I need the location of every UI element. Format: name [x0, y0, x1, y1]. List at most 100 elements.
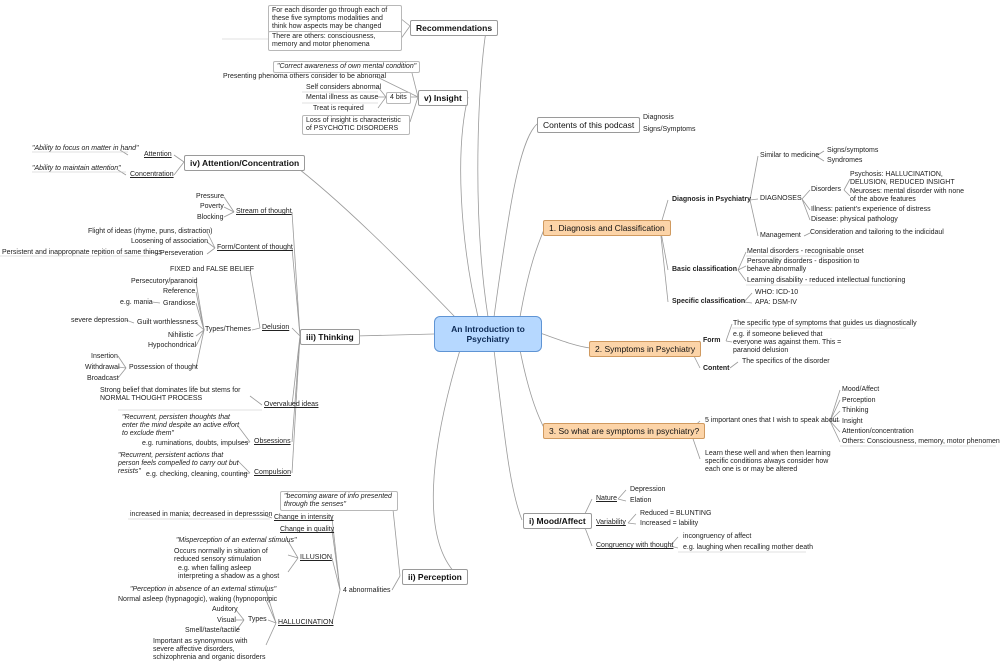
form-loosening: Loosening of association [131, 238, 209, 245]
recommendations-node[interactable]: Recommendations [410, 20, 499, 36]
management-node[interactable]: Management [760, 232, 801, 239]
attention-node[interactable]: iv) Attention/Concentration [184, 155, 306, 171]
disorders-psychosis: Psychosis: HALLUCINATION, DELUSION, REDU… [850, 171, 955, 186]
compulsion-quote: "Recurrent, persistent actions that pers… [118, 452, 239, 475]
hallucination-types[interactable]: Types [248, 616, 267, 623]
delusion-grandiose: Grandiose [163, 300, 196, 307]
specific-apa: APA: DSM-IV [755, 299, 797, 306]
concentration-label[interactable]: Concentration [130, 171, 174, 178]
content-specifics: The specifics of the disorder [742, 358, 830, 365]
insight-bit-3: Treat is required [313, 105, 364, 112]
contents-diagnosis: Diagnosis [643, 114, 674, 121]
insight-bit-2: Mental illness as cause [306, 94, 379, 101]
diagnosis-illness: Illness: patient's experience of distres… [811, 206, 931, 213]
hallucination-smell: Smell/taste/tactile [185, 627, 240, 634]
diagnosis-in-psychiatry[interactable]: Diagnosis in Psychiatry [672, 196, 751, 203]
delusion-persecutory: Persecutory/paranoid [131, 278, 198, 285]
hallucination-note: Important as synonymous with severe affe… [153, 638, 266, 661]
insight-loss: Loss of insight is characteristic of PSY… [302, 115, 410, 135]
illusion-example: e.g. when falling asleep interpreting a … [178, 565, 280, 580]
insight-bit-1: Self considers abnormal [306, 84, 382, 91]
diagnoses-node[interactable]: DIAGNOSES [760, 195, 802, 202]
thinking-node[interactable]: iii) Thinking [300, 329, 360, 345]
obsessions-example: e.g. ruminations, doubts, impulses [142, 440, 249, 447]
specific-classification[interactable]: Specific classification [672, 298, 746, 305]
form-specific-type: The specific type of symptoms that guide… [733, 320, 917, 327]
root-topic[interactable]: An Introduction to Psychiatry [434, 316, 542, 352]
obsessions-node[interactable]: Obsessions [254, 438, 291, 445]
basic-classification[interactable]: Basic classification [672, 266, 737, 273]
delusion-mania: e.g. mania [120, 299, 153, 306]
five-others: Others: Consciousness, memory, motor phe… [842, 438, 1000, 445]
stream-of-thought[interactable]: Stream of thought [236, 208, 292, 215]
intensity-note: increased in mania; decreased in depress… [130, 511, 273, 518]
stream-pressure: Pressure [196, 193, 225, 200]
possession-withdrawal: Withdrawal [85, 364, 120, 371]
recommendation-note-1: For each disorder go through each of the… [268, 5, 402, 33]
insight-quote: "Correct awareness of own mental conditi… [273, 61, 421, 73]
delusion-nihilistic: Nihilistic [168, 332, 194, 339]
disorders-neuroses: Neuroses: mental disorder with none of t… [850, 188, 965, 203]
possession-insertion: Insertion [91, 353, 118, 360]
hallucination-visual: Visual [217, 617, 236, 624]
compulsion-example: e.g. checking, cleaning, counting [146, 471, 248, 478]
overvalued-ideas[interactable]: Overvalued ideas [264, 401, 319, 408]
symptoms-node[interactable]: 2. Symptoms in Psychiatry [589, 341, 702, 357]
delusion-hypochondrical: Hypochondrical [148, 342, 197, 349]
diagnosis-disease: Disease: physical pathology [811, 216, 898, 223]
insight-four-bits[interactable]: 4 bits [386, 92, 411, 104]
perception-node[interactable]: ii) Perception [402, 569, 468, 585]
form-content-of-thought[interactable]: Form/Content of thought [217, 244, 293, 251]
hallucination-node[interactable]: HALLUCINATION [278, 619, 334, 626]
form-flight-of-ideas: Flight of ideas (rhyme, puns, distractio… [88, 228, 213, 235]
delusion-fixed: FIXED and FALSE BELIEF [170, 266, 255, 273]
contents-signs: Signs/Symptoms [643, 126, 696, 133]
mood-congruency[interactable]: Congruency with thought [596, 542, 674, 549]
five-mood: Mood/Affect [842, 386, 880, 393]
illusion-node[interactable]: ILLUSION [300, 554, 332, 561]
change-in-intensity[interactable]: Change in intensity [274, 514, 334, 521]
stream-poverty: Poverty [200, 203, 224, 210]
congruency-example: e.g. laughing when recalling mother deat… [683, 544, 813, 551]
change-in-quality[interactable]: Change in quality [280, 526, 335, 533]
attention-label[interactable]: Attention [144, 151, 172, 158]
variability-reduced: Reduced = BLUNTING [640, 510, 712, 517]
management-note: Consideration and tailoring to the indic… [810, 229, 944, 236]
what-are-symptoms-node[interactable]: 3. So what are symptoms in psychiatry? [543, 423, 706, 439]
variability-increased: Increased = lability [640, 520, 699, 527]
hallucination-auditory: Auditory [212, 606, 238, 613]
obsessions-quote: "Recurrent, persisten thoughts that ente… [122, 414, 240, 437]
insight-node[interactable]: v) Insight [418, 90, 468, 106]
hallucination-normal: Normal asleep (hypnagogic), waking (hypn… [118, 596, 278, 603]
delusion-types[interactable]: Types/Themes [205, 326, 251, 333]
mood-nature[interactable]: Nature [596, 495, 618, 502]
diagnosis-classification-node[interactable]: 1. Diagnosis and Classification [543, 220, 671, 236]
symptoms-form[interactable]: Form [703, 337, 721, 344]
possession-broadcast: Broadcast [87, 375, 119, 382]
similar-to-medicine[interactable]: Similar to medicine [760, 152, 820, 159]
compulsion-node[interactable]: Compulsion [254, 469, 291, 476]
concentration-quote: "Ability to maintain attention" [32, 165, 121, 172]
five-important[interactable]: 5 important ones that I wish to speak ab… [705, 417, 839, 424]
delusion-guilt: Guilt worthlessness [137, 319, 198, 326]
basic-learning-disability: Learning disability - reduced intellectu… [747, 277, 906, 284]
delusion-possession: Possession of thought [129, 364, 198, 371]
mood-affect-node[interactable]: i) Mood/Affect [523, 513, 592, 529]
five-perception: Perception [842, 397, 876, 404]
perception-quote: "becoming aware of info presented throug… [280, 491, 398, 511]
learn-note: Learn these well and when then learning … [705, 450, 831, 473]
delusion-severe-depression: severe depression [71, 317, 129, 324]
symptoms-content[interactable]: Content [703, 365, 730, 372]
insight-presenting: Presenting phenoma others consider to be… [223, 73, 387, 80]
form-example: e.g. if someone believed that everyone w… [733, 331, 842, 354]
mood-variability[interactable]: Variability [596, 519, 626, 526]
delusion-node[interactable]: Delusion [262, 324, 290, 331]
nature-depression: Depression [630, 486, 666, 493]
five-thinking: Thinking [842, 407, 869, 414]
form-perseveration: Perseveration [160, 250, 204, 257]
nature-elation: Elation [630, 497, 652, 504]
disorders-node[interactable]: Disorders [811, 186, 841, 193]
contents-node[interactable]: Contents of this podcast [537, 117, 641, 133]
perception-four-abnormalities[interactable]: 4 abnormalities [343, 587, 391, 594]
